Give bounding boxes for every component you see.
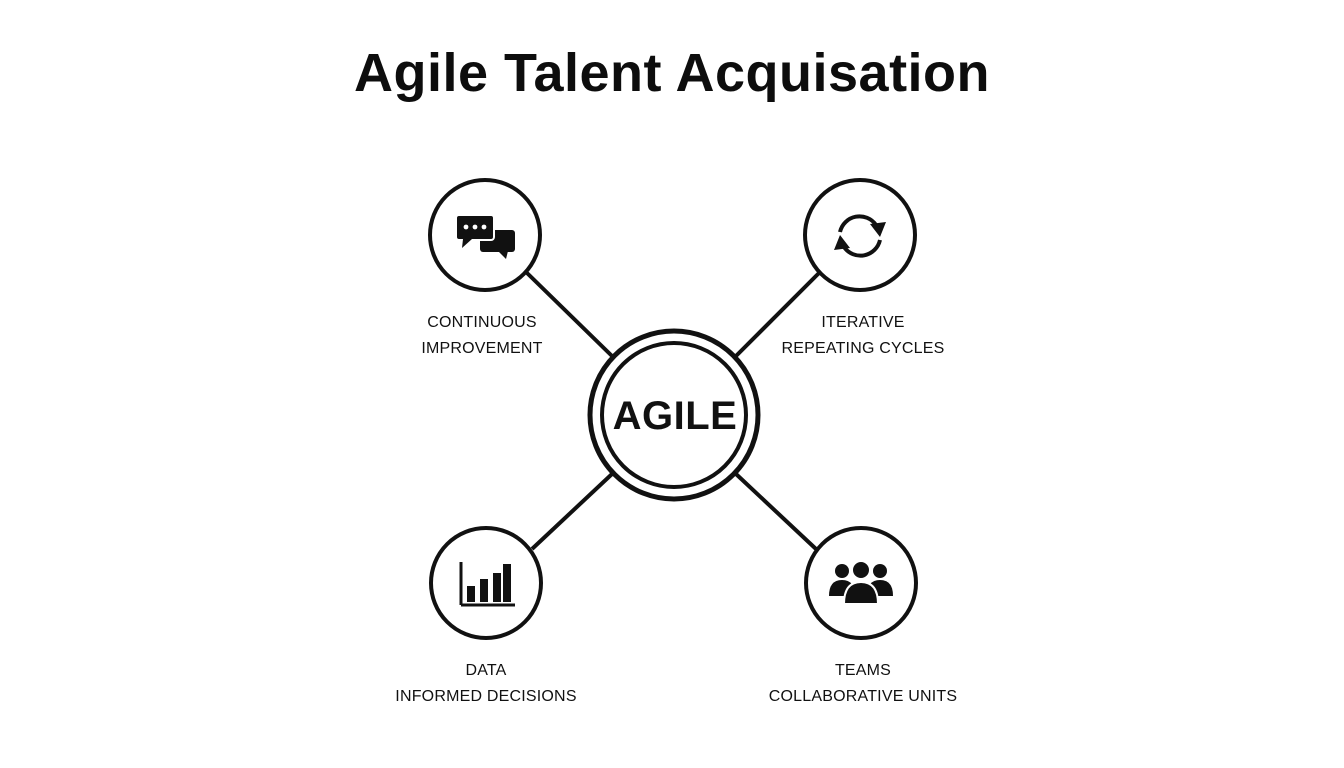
connector-top-left	[524, 270, 614, 358]
node-data	[429, 526, 543, 640]
label-line-2: IMPROVEMENT	[421, 340, 543, 357]
node-iterative	[803, 178, 917, 292]
connector-top-right	[734, 270, 822, 358]
label-iterative: ITERATIVE REPEATING CYCLES	[733, 310, 993, 362]
page-title: Agile Talent Acquisation	[353, 43, 991, 103]
cycle-arrows-icon	[834, 214, 886, 258]
node-teams	[804, 526, 918, 640]
label-teams: TEAMS COLLABORATIVE UNITS	[733, 658, 993, 710]
label-line-1: CONTINUOUS	[427, 314, 537, 331]
people-group-icon	[829, 560, 893, 605]
label-line-2: INFORMED DECISIONS	[395, 688, 577, 705]
label-data: DATA INFORMED DECISIONS	[356, 658, 616, 710]
label-continuous-improvement: CONTINUOUS IMPROVEMENT	[352, 310, 612, 362]
label-line-1: ITERATIVE	[821, 314, 905, 331]
label-line-2: REPEATING CYCLES	[781, 340, 945, 357]
connector-bottom-left	[530, 472, 614, 551]
center-hub	[587, 328, 761, 502]
connector-bottom-right	[734, 472, 818, 551]
chat-bubbles-icon	[455, 214, 515, 259]
label-line-2: COLLABORATIVE UNITS	[768, 688, 958, 705]
bar-chart-icon	[459, 562, 515, 607]
center-hub-label: AGILE	[612, 394, 738, 438]
label-line-1: DATA	[465, 662, 507, 679]
label-line-1: TEAMS	[834, 662, 892, 679]
node-continuous-improvement	[428, 178, 542, 292]
